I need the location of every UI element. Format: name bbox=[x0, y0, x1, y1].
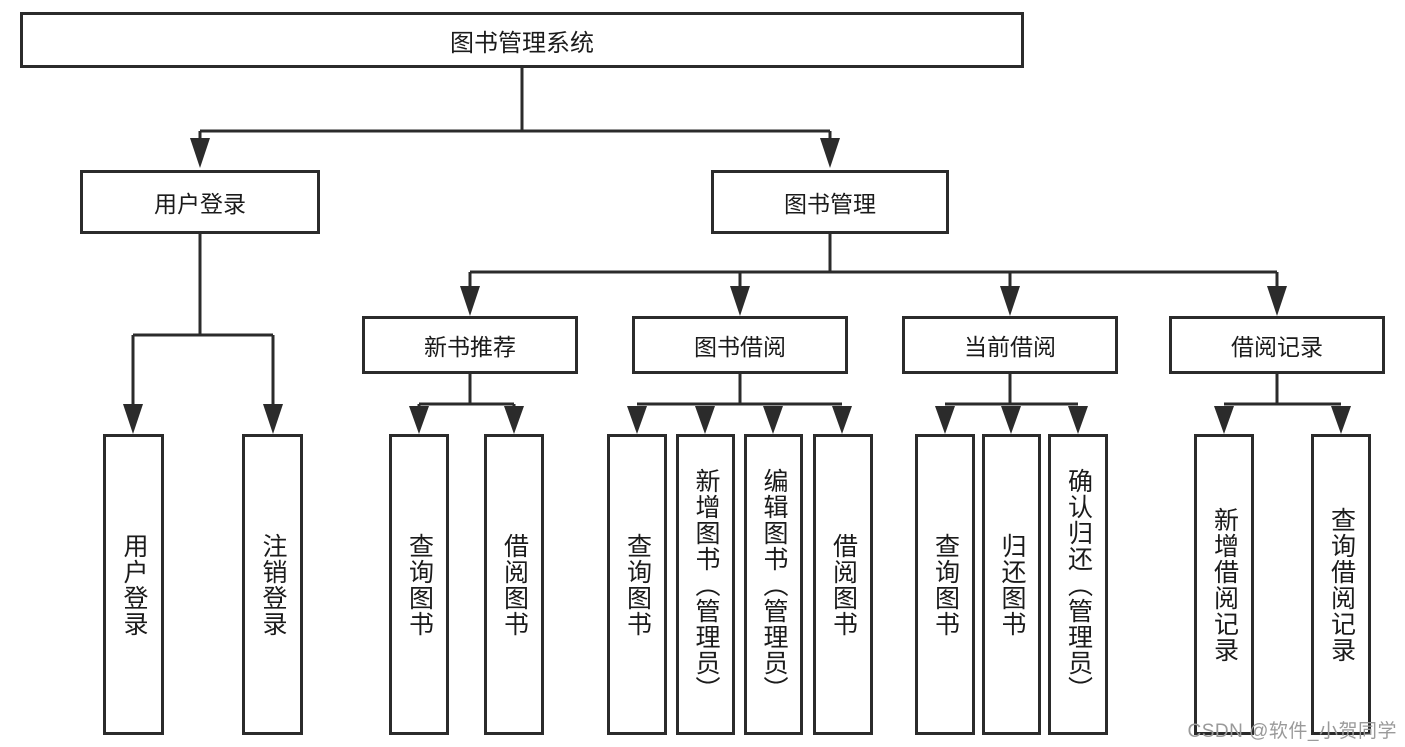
node-root-title[interactable]: 图书管理系统 bbox=[20, 12, 1024, 68]
arrow-head-leaf-query-book-3 bbox=[935, 406, 955, 434]
arrow-head-current-borrow bbox=[1000, 286, 1020, 316]
arrow-head-leaf-user-logout bbox=[263, 404, 283, 434]
node-current-borrow[interactable]: 当前借阅 bbox=[902, 316, 1118, 374]
node-root-label: 图书管理系统 bbox=[450, 29, 594, 57]
node-current-borrow-label: 当前借阅 bbox=[964, 334, 1056, 360]
arrow-head-leaf-borrow-book-2 bbox=[832, 406, 852, 434]
node-leaf-edit-book-label: 编辑图书（管理员） bbox=[760, 467, 788, 702]
node-user-login[interactable]: 用户登录 bbox=[80, 170, 320, 234]
arrow-head-leaf-query-book-2 bbox=[627, 406, 647, 434]
node-leaf-query-record-label: 查询借阅记录 bbox=[1327, 506, 1356, 663]
node-leaf-add-record-label: 新增借阅记录 bbox=[1210, 506, 1239, 663]
node-book-management[interactable]: 图书管理 bbox=[711, 170, 949, 234]
node-leaf-query-book-1[interactable]: 查询图书 bbox=[389, 434, 449, 735]
node-leaf-borrow-book-1-label: 借阅图书 bbox=[500, 532, 529, 637]
node-leaf-borrow-book-1[interactable]: 借阅图书 bbox=[484, 434, 544, 735]
arrow-head-leaf-return-book bbox=[1001, 406, 1021, 434]
arrow-head-leaf-user-login bbox=[123, 404, 143, 434]
node-leaf-borrow-book-2-label: 借阅图书 bbox=[829, 532, 858, 637]
arrow-head-leaf-query-record bbox=[1331, 406, 1351, 434]
node-new-book-recommend[interactable]: 新书推荐 bbox=[362, 316, 578, 374]
node-leaf-add-book[interactable]: 新增图书（管理员） bbox=[676, 434, 735, 735]
arrow-head-new-book-recommend bbox=[460, 286, 480, 316]
arrow-head-borrow-record bbox=[1267, 286, 1287, 316]
node-leaf-confirm-return-label: 确认归还（管理员） bbox=[1064, 467, 1093, 702]
node-leaf-query-book-2[interactable]: 查询图书 bbox=[607, 434, 667, 735]
arrow-head-book-borrow bbox=[730, 286, 750, 316]
node-book-borrow-label: 图书借阅 bbox=[694, 334, 786, 360]
node-book-borrow[interactable]: 图书借阅 bbox=[632, 316, 848, 374]
arrow-head-leaf-edit-book bbox=[763, 406, 783, 434]
node-leaf-user-login[interactable]: 用户登录 bbox=[103, 434, 164, 735]
node-leaf-query-record[interactable]: 查询借阅记录 bbox=[1311, 434, 1371, 735]
node-leaf-query-book-1-label: 查询图书 bbox=[405, 532, 434, 637]
node-leaf-return-book-label: 归还图书 bbox=[998, 532, 1026, 637]
node-borrow-record[interactable]: 借阅记录 bbox=[1169, 316, 1385, 374]
node-user-login-label: 用户登录 bbox=[154, 191, 246, 217]
node-leaf-edit-book[interactable]: 编辑图书（管理员） bbox=[744, 434, 803, 735]
arrow-head-book-management bbox=[820, 138, 840, 168]
node-leaf-return-book[interactable]: 归还图书 bbox=[982, 434, 1041, 735]
node-leaf-borrow-book-2[interactable]: 借阅图书 bbox=[813, 434, 873, 735]
arrow-head-user-login bbox=[190, 138, 210, 168]
node-leaf-query-book-3[interactable]: 查询图书 bbox=[915, 434, 975, 735]
node-leaf-query-book-3-label: 查询图书 bbox=[931, 532, 960, 637]
arrow-head-leaf-borrow-book-1 bbox=[504, 406, 524, 434]
node-leaf-query-book-2-label: 查询图书 bbox=[623, 532, 652, 637]
node-borrow-record-label: 借阅记录 bbox=[1231, 334, 1323, 360]
node-new-book-recommend-label: 新书推荐 bbox=[424, 334, 516, 360]
node-leaf-add-record[interactable]: 新增借阅记录 bbox=[1194, 434, 1254, 735]
node-leaf-confirm-return[interactable]: 确认归还（管理员） bbox=[1048, 434, 1108, 735]
arrow-head-leaf-query-book-1 bbox=[409, 406, 429, 434]
node-leaf-user-logout-label: 注销登录 bbox=[259, 532, 287, 637]
arrow-head-leaf-add-record bbox=[1214, 406, 1234, 434]
node-leaf-user-logout[interactable]: 注销登录 bbox=[242, 434, 303, 735]
node-book-management-label: 图书管理 bbox=[784, 191, 876, 217]
arrow-head-leaf-confirm-return bbox=[1068, 406, 1088, 434]
arrow-head-leaf-add-book bbox=[695, 406, 715, 434]
node-leaf-add-book-label: 新增图书（管理员） bbox=[692, 467, 720, 702]
node-leaf-user-login-label: 用户登录 bbox=[120, 532, 148, 637]
